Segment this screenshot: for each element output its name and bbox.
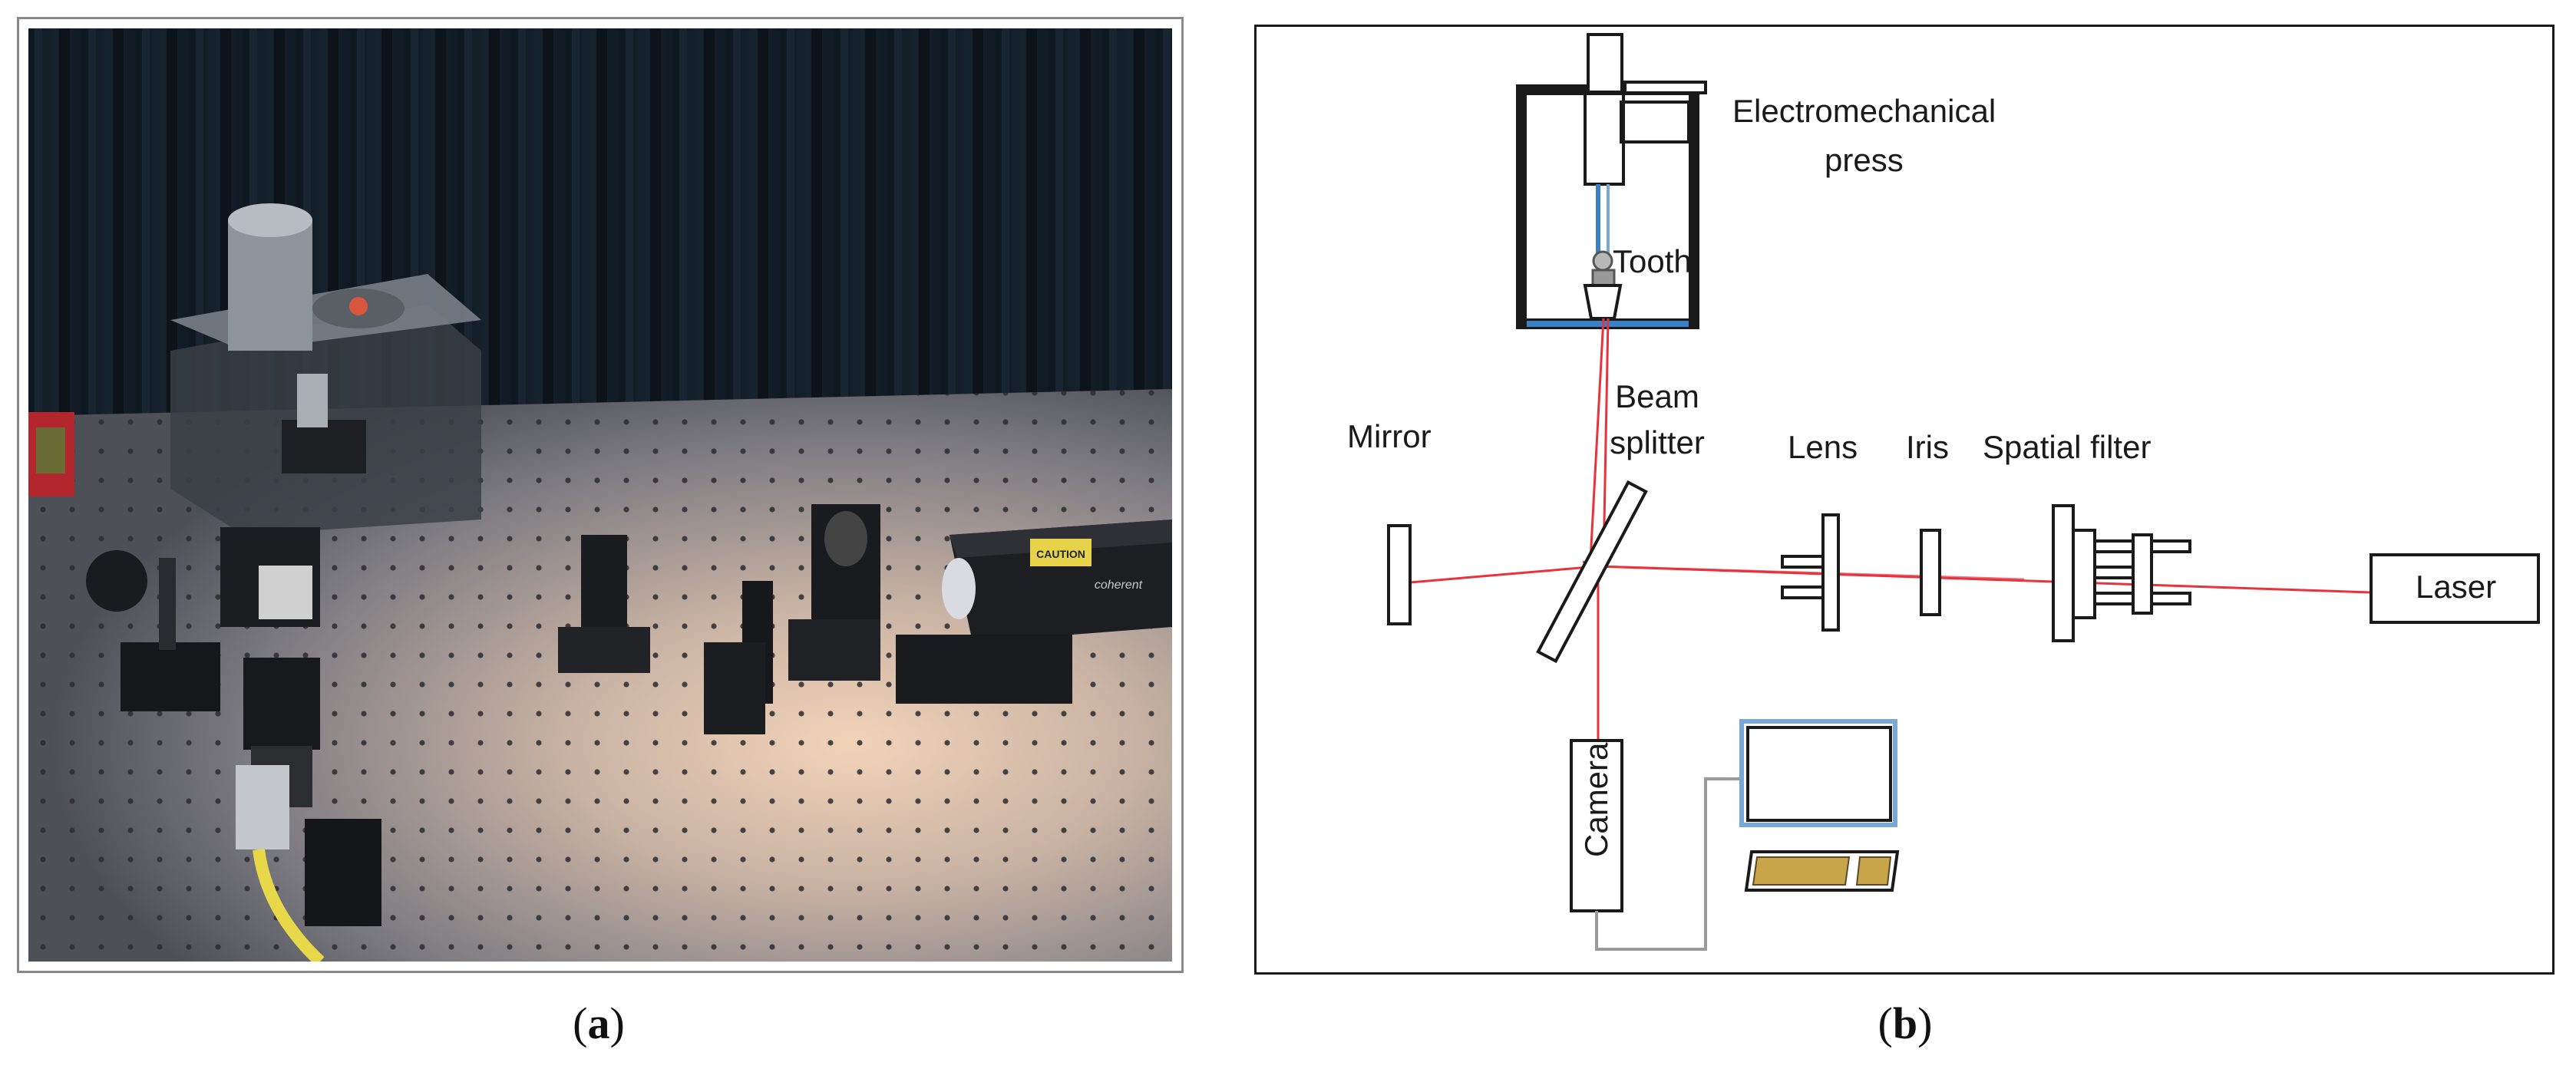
label-tooth: Tooth [1613,243,1692,279]
computer-monitor-icon [1739,719,1897,827]
laser-head: CAUTION coherent [896,520,1172,704]
tooth-icon [1592,250,1613,272]
label-camera: Camera [1574,743,1620,857]
caption-a: (a) [573,998,625,1048]
spatial-filter-component [2052,504,2191,642]
photo-panel: CAUTION coherent [17,17,1184,973]
label-lens: Lens [1788,429,1858,465]
optical-schematic [1387,33,2540,951]
camera-cable [1595,777,1752,951]
lens-component [1781,513,1840,632]
beam-splitter-component [1536,480,1648,664]
label-press: press [1825,142,1904,178]
laser-component [2370,553,2540,624]
keyboard-icon [1744,850,1900,892]
laser-caution-sticker: CAUTION [1036,548,1085,560]
label-beam: Beam [1615,378,1699,414]
optic-mounts-left [86,527,381,926]
optic-mounts-center [558,504,880,734]
caption-b: (b) [1878,998,1933,1048]
label-mirror: Mirror [1347,418,1432,454]
laser-brand-text: coherent [1095,579,1143,592]
label-splitter: splitter [1610,424,1705,460]
mirror-component [1387,524,1412,625]
label-spatial-filter: Spatial filter [1983,429,2152,465]
label-laser: Laser [2416,569,2497,605]
lab-setup-photo: CAUTION coherent [28,28,1172,962]
laser-beam-paths [1409,318,2372,741]
schematic-panel: Electromechanical press Tooth Beam split… [1254,25,2555,975]
press-enclosure [170,203,481,535]
yellow-cable [253,848,325,962]
label-iris: Iris [1906,429,1949,465]
iris-component [1920,529,1941,616]
label-electromechanical-press: Electromechanical [1732,93,1996,129]
